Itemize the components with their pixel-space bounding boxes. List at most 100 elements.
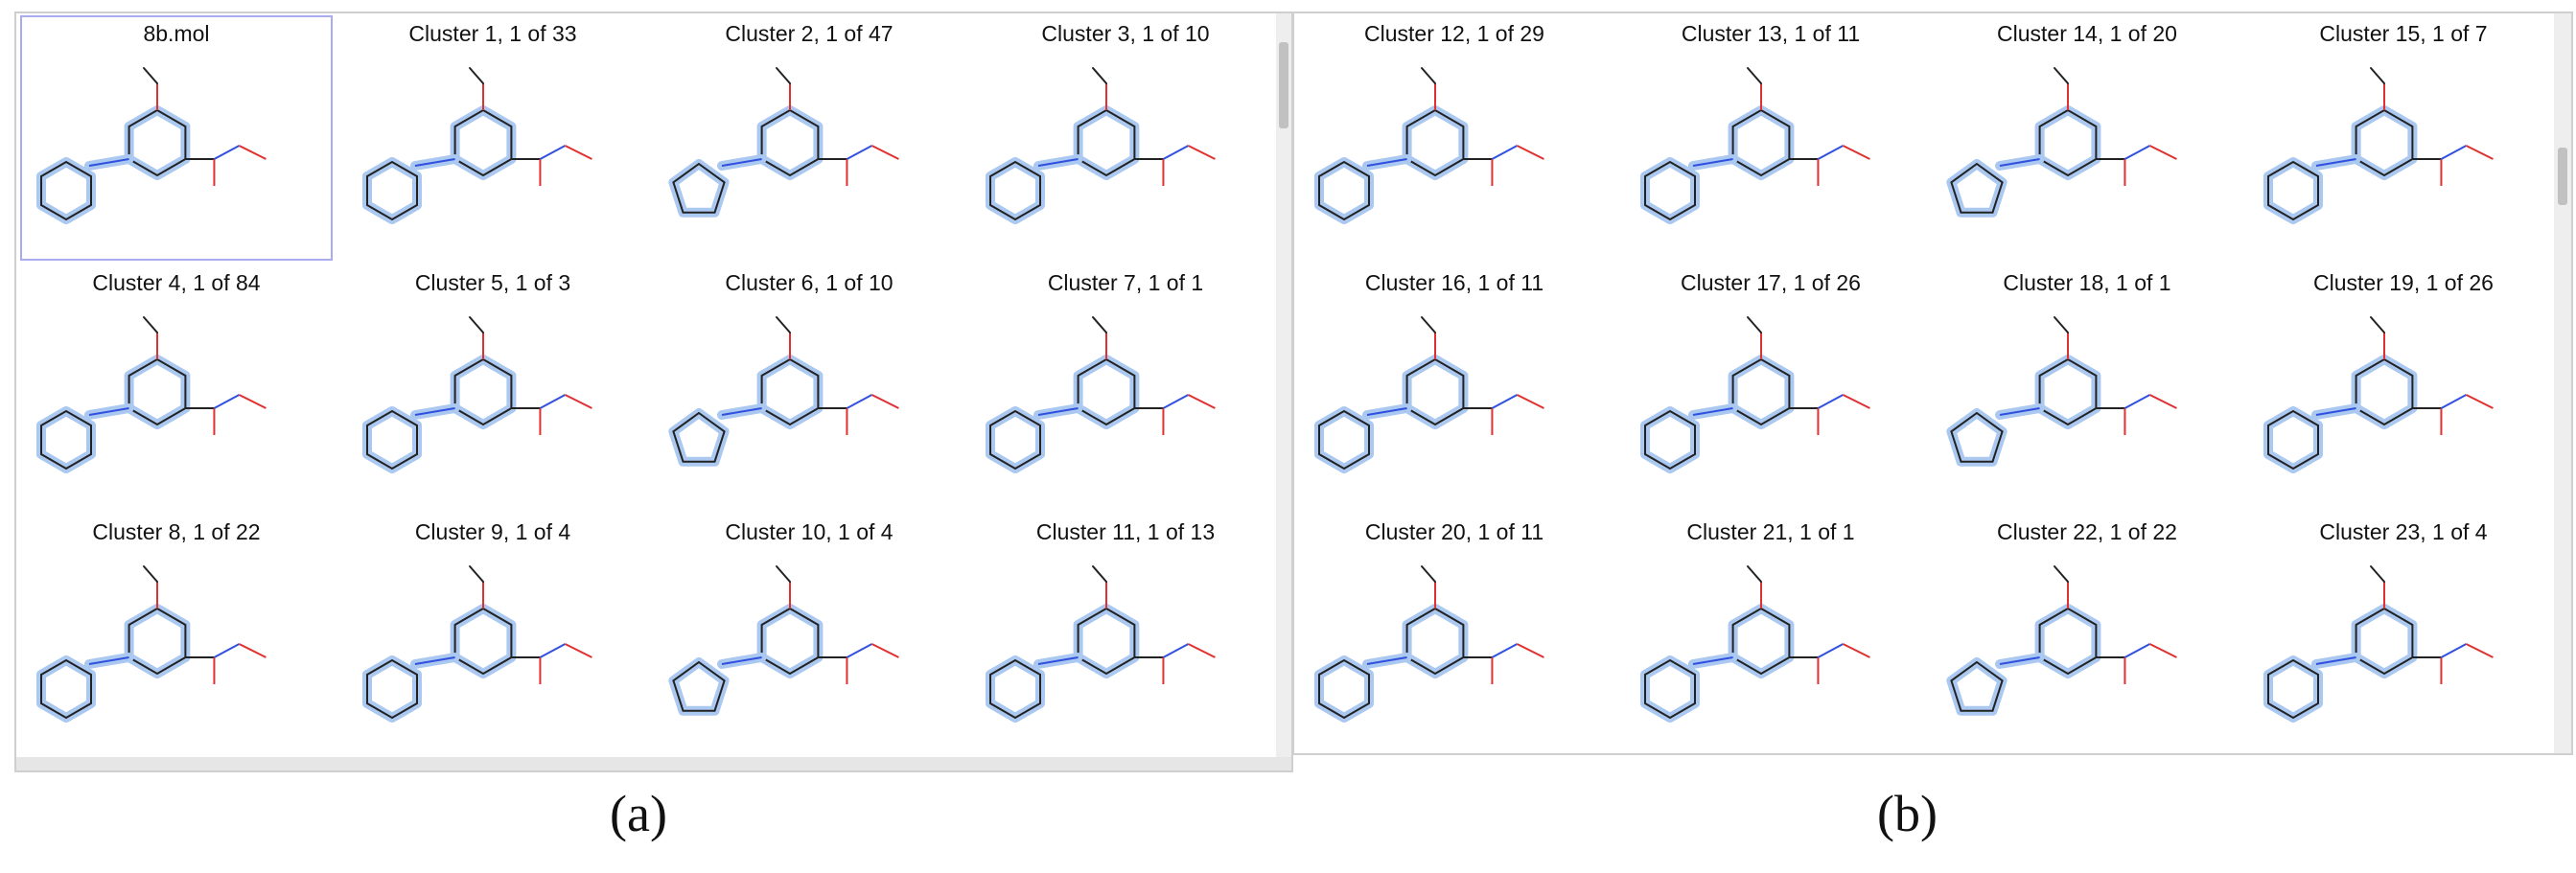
scrollbar-thumb[interactable] xyxy=(2558,148,2567,205)
linker-bond xyxy=(1037,656,1079,665)
molecule-cell-cluster-18[interactable]: Cluster 18, 1 of 1 xyxy=(1929,263,2245,512)
molecule-cell-cluster-21[interactable]: Cluster 21, 1 of 1 xyxy=(1613,512,1929,753)
molecule-cell-cluster-10[interactable]: Cluster 10, 1 of 4 xyxy=(651,512,967,761)
molecule-caption: Cluster 17, 1 of 26 xyxy=(1681,270,1861,295)
molecule-structure xyxy=(1946,316,2177,467)
methyl-bond xyxy=(1092,67,1107,84)
highlight-ring xyxy=(362,406,422,473)
molecule-cell-cluster-1[interactable]: Cluster 1, 1 of 33 xyxy=(335,13,651,263)
benzene-ring xyxy=(1077,607,1136,676)
benzene-ring xyxy=(760,607,820,676)
highlight-ring xyxy=(2263,655,2323,723)
hydroxyl-bond xyxy=(2465,145,2494,160)
highlight-ring xyxy=(986,406,1045,473)
molecule-cell-cluster-6[interactable]: Cluster 6, 1 of 10 xyxy=(651,263,967,512)
highlight-ring xyxy=(986,655,1045,723)
hydroxyl-bond xyxy=(238,643,267,658)
highlight-ring xyxy=(2263,157,2323,224)
linker-bond xyxy=(721,656,762,665)
molecule-cell-cluster-13[interactable]: Cluster 13, 1 of 11 xyxy=(1613,13,1929,263)
vertical-scrollbar[interactable] xyxy=(2554,13,2571,753)
highlight-ring xyxy=(2351,355,2418,429)
molecule-cell-cluster-14[interactable]: Cluster 14, 1 of 20 xyxy=(1929,13,2245,263)
linker-bond xyxy=(88,158,129,167)
amide-nitrogen-bond xyxy=(2123,394,2150,409)
molecule-caption: Cluster 6, 1 of 10 xyxy=(725,270,893,295)
molecule-structure xyxy=(986,316,1216,473)
hydroxyl-bond xyxy=(238,145,267,160)
molecule-structure xyxy=(36,316,267,473)
substituent-ring xyxy=(366,160,418,221)
molecule-cell-cluster-8[interactable]: Cluster 8, 1 of 22 xyxy=(18,512,335,761)
benzene-ring xyxy=(128,607,187,676)
highlight-ring xyxy=(450,604,517,678)
molecule-cell-cluster-11[interactable]: Cluster 11, 1 of 13 xyxy=(967,512,1284,761)
molecule-cell-cluster-2[interactable]: Cluster 2, 1 of 47 xyxy=(651,13,967,263)
molecule-cell-cluster-3[interactable]: Cluster 3, 1 of 10 xyxy=(967,13,1284,263)
vertical-scrollbar[interactable] xyxy=(1276,13,1291,770)
benzene-ring xyxy=(453,357,513,426)
amide-nitrogen-bond xyxy=(2123,643,2150,658)
methyl-bond xyxy=(143,67,158,84)
amide-nitrogen-bond xyxy=(1817,643,1844,658)
five-membered-ring xyxy=(1950,660,2004,712)
molecule-cell-cluster-12[interactable]: Cluster 12, 1 of 29 xyxy=(1296,13,1613,263)
methyl-bond xyxy=(2370,565,2385,583)
molecule-structure xyxy=(362,67,592,224)
hydroxyl-bond xyxy=(564,394,592,409)
five-membered-ring xyxy=(1950,411,2004,463)
molecule-caption: Cluster 14, 1 of 20 xyxy=(1997,21,2177,46)
molecule-cell-cluster-7[interactable]: Cluster 7, 1 of 1 xyxy=(967,263,1284,512)
molecule-cell-cluster-20[interactable]: Cluster 20, 1 of 11 xyxy=(1296,512,1613,753)
amide-nitrogen-bond xyxy=(539,145,566,160)
hydroxyl-bond xyxy=(1187,394,1216,409)
molecule-structure xyxy=(668,67,899,218)
molecule-cell-cluster-17[interactable]: Cluster 17, 1 of 26 xyxy=(1613,263,1929,512)
benzene-ring xyxy=(1405,357,1465,426)
amide-nitrogen-bond xyxy=(2440,145,2467,160)
highlight-ring xyxy=(362,157,422,224)
molecule-cell-cluster-4[interactable]: Cluster 4, 1 of 84 xyxy=(18,263,335,512)
substituent-ring xyxy=(1644,658,1696,720)
highlight-ring xyxy=(986,157,1045,224)
molecule-cell-cluster-5[interactable]: Cluster 5, 1 of 3 xyxy=(335,263,651,512)
molecule-caption: Cluster 5, 1 of 3 xyxy=(414,270,571,295)
molecule-structure xyxy=(1640,316,1870,473)
substituent-ring xyxy=(1318,658,1370,720)
molecule-cell-cluster-16[interactable]: Cluster 16, 1 of 11 xyxy=(1296,263,1613,512)
amide-nitrogen-bond xyxy=(213,643,240,658)
scrollbar-thumb[interactable] xyxy=(1279,42,1288,128)
benzene-ring xyxy=(128,108,187,177)
benzene-ring xyxy=(2038,607,2098,676)
molecule-caption: Cluster 20, 1 of 11 xyxy=(1364,519,1544,544)
benzene-ring xyxy=(453,108,513,177)
substituent-ring xyxy=(2267,409,2319,471)
molecule-cell-cluster-23[interactable]: Cluster 23, 1 of 4 xyxy=(2245,512,2562,753)
methyl-bond xyxy=(2370,67,2385,84)
amide-nitrogen-bond xyxy=(2440,394,2467,409)
five-membered-ring xyxy=(672,411,726,463)
amide-nitrogen-bond xyxy=(213,145,240,160)
molecule-cell-cluster-22[interactable]: Cluster 22, 1 of 22 xyxy=(1929,512,2245,753)
amide-nitrogen-bond xyxy=(1491,643,1518,658)
amide-nitrogen-bond xyxy=(1817,394,1844,409)
benzene-ring xyxy=(1405,607,1465,676)
amide-nitrogen-bond xyxy=(1491,394,1518,409)
horizontal-scrollbar[interactable] xyxy=(16,757,1291,770)
molecule-caption: Cluster 8, 1 of 22 xyxy=(92,519,261,544)
molecule-grid-a: 8b.mol Cluster 1, 1 of 33 Cluster 2, 1 o… xyxy=(18,13,1284,761)
highlight-ring xyxy=(2351,604,2418,678)
methyl-bond xyxy=(469,316,484,333)
molecule-cell-cluster-9[interactable]: Cluster 9, 1 of 4 xyxy=(335,512,651,761)
molecule-cell-reference[interactable]: 8b.mol xyxy=(18,13,335,263)
molecule-cell-cluster-15[interactable]: Cluster 15, 1 of 7 xyxy=(2245,13,2562,263)
methyl-bond xyxy=(1421,67,1436,84)
substituent-ring xyxy=(989,658,1041,720)
highlight-ring xyxy=(124,105,191,180)
molecule-caption: Cluster 16, 1 of 11 xyxy=(1364,270,1544,295)
benzene-ring xyxy=(1077,357,1136,426)
hydroxyl-bond xyxy=(1516,643,1544,658)
methyl-bond xyxy=(143,316,158,333)
molecule-cell-cluster-19[interactable]: Cluster 19, 1 of 26 xyxy=(2245,263,2562,512)
hydroxyl-bond xyxy=(2148,145,2177,160)
